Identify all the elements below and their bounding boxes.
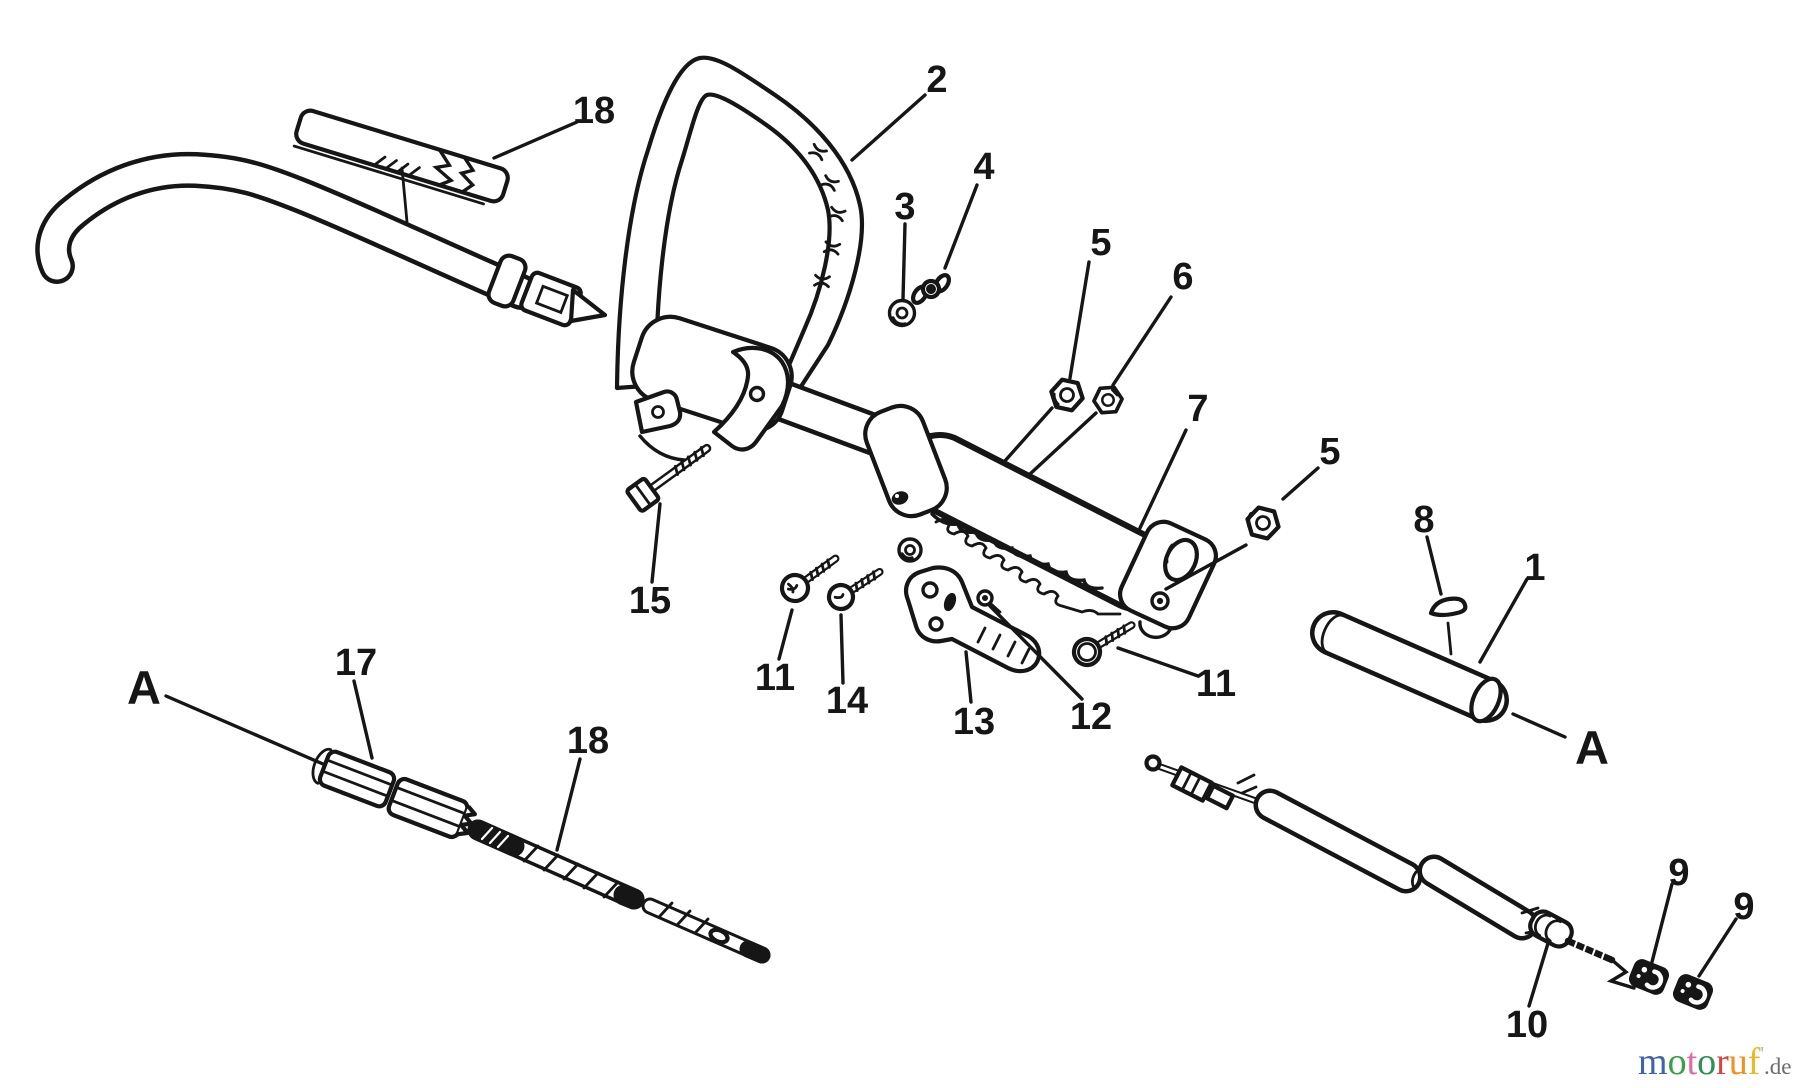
- callout-2: 2: [926, 59, 947, 101]
- handlebar-coupler: [486, 253, 608, 328]
- strip-position-line: [400, 166, 409, 224]
- callout-12: 12: [1070, 696, 1112, 738]
- throttle-cable-squiggle: [934, 518, 1122, 616]
- nut-6: [1092, 385, 1124, 415]
- housing-end-cap: [1118, 519, 1218, 639]
- view-marker-a-right: A: [1575, 721, 1609, 774]
- callout-11-right: 11: [1196, 663, 1236, 705]
- callout-10: 10: [1506, 1004, 1548, 1046]
- throttle-cable-10: [1144, 754, 1636, 990]
- callout-11-left: 11: [755, 657, 795, 699]
- callout-4: 4: [973, 146, 994, 188]
- handle-clamp: [630, 314, 794, 462]
- handle-grip-tube-1: [1310, 610, 1509, 724]
- callout-8: 8: [1413, 499, 1434, 541]
- retainer-clip-8: [1428, 596, 1468, 656]
- callout-1: 1: [1524, 547, 1545, 589]
- coupler-tip: [568, 287, 608, 324]
- callout-14: 14: [826, 680, 868, 722]
- leader-lines: [164, 93, 1738, 1008]
- watermark-tick: ': [1760, 1043, 1764, 1065]
- callouts: 18 2 3 4 5 6 7 15 11 14 13 12 11 5 8 1 A…: [127, 59, 1755, 1046]
- trigger-pin-12: [976, 589, 1002, 614]
- callout-9-right: 9: [1733, 886, 1754, 928]
- callout-5-right: 5: [1319, 431, 1340, 473]
- callout-5-upper: 5: [1090, 222, 1111, 264]
- callout-9-left: 9: [1668, 852, 1689, 894]
- housing-bolt-11: [1071, 621, 1136, 668]
- wing-nut-4: [910, 273, 952, 305]
- washer-lower: [897, 537, 923, 563]
- callout-18-top: 18: [573, 90, 615, 132]
- watermark: motoruf'.de: [1638, 1041, 1792, 1083]
- nut-5b: [1245, 505, 1281, 541]
- callout-18-bottom: 18: [567, 720, 609, 762]
- callout-15: 15: [629, 580, 671, 622]
- trigger-lever: [903, 565, 1042, 674]
- nut-9a: [1628, 959, 1670, 995]
- callout-6: 6: [1172, 256, 1193, 298]
- nut-9b: [1672, 974, 1714, 1010]
- loop-grip-ticks: [808, 142, 847, 289]
- screw-hole: [1150, 591, 1170, 611]
- flex-shaft-couplers-17: [311, 747, 477, 840]
- callout-7: 7: [1187, 388, 1208, 430]
- tab-hole: [651, 405, 665, 419]
- flex-shaft-18: [467, 819, 771, 964]
- trigger-screw-11: [779, 554, 840, 604]
- tube-open-end: [1469, 676, 1503, 724]
- handlebar-tube: [35, 151, 539, 310]
- nut-5a: [1049, 377, 1085, 413]
- grip-decal-strip: [292, 108, 510, 224]
- watermark-suffix: .de: [1764, 1054, 1791, 1079]
- bracket-hole: [748, 385, 766, 403]
- clamp-bolt-15: [625, 443, 712, 513]
- callout-17: 17: [335, 642, 377, 684]
- loop-handle: [614, 55, 865, 391]
- callout-13: 13: [953, 701, 995, 743]
- trigger-screw-14: [826, 567, 884, 612]
- view-marker-a-left: A: [127, 661, 161, 714]
- clamp-tab: [633, 389, 683, 435]
- callout-3: 3: [894, 186, 915, 228]
- housing-clamp: [863, 403, 949, 519]
- washer-3: [887, 298, 917, 328]
